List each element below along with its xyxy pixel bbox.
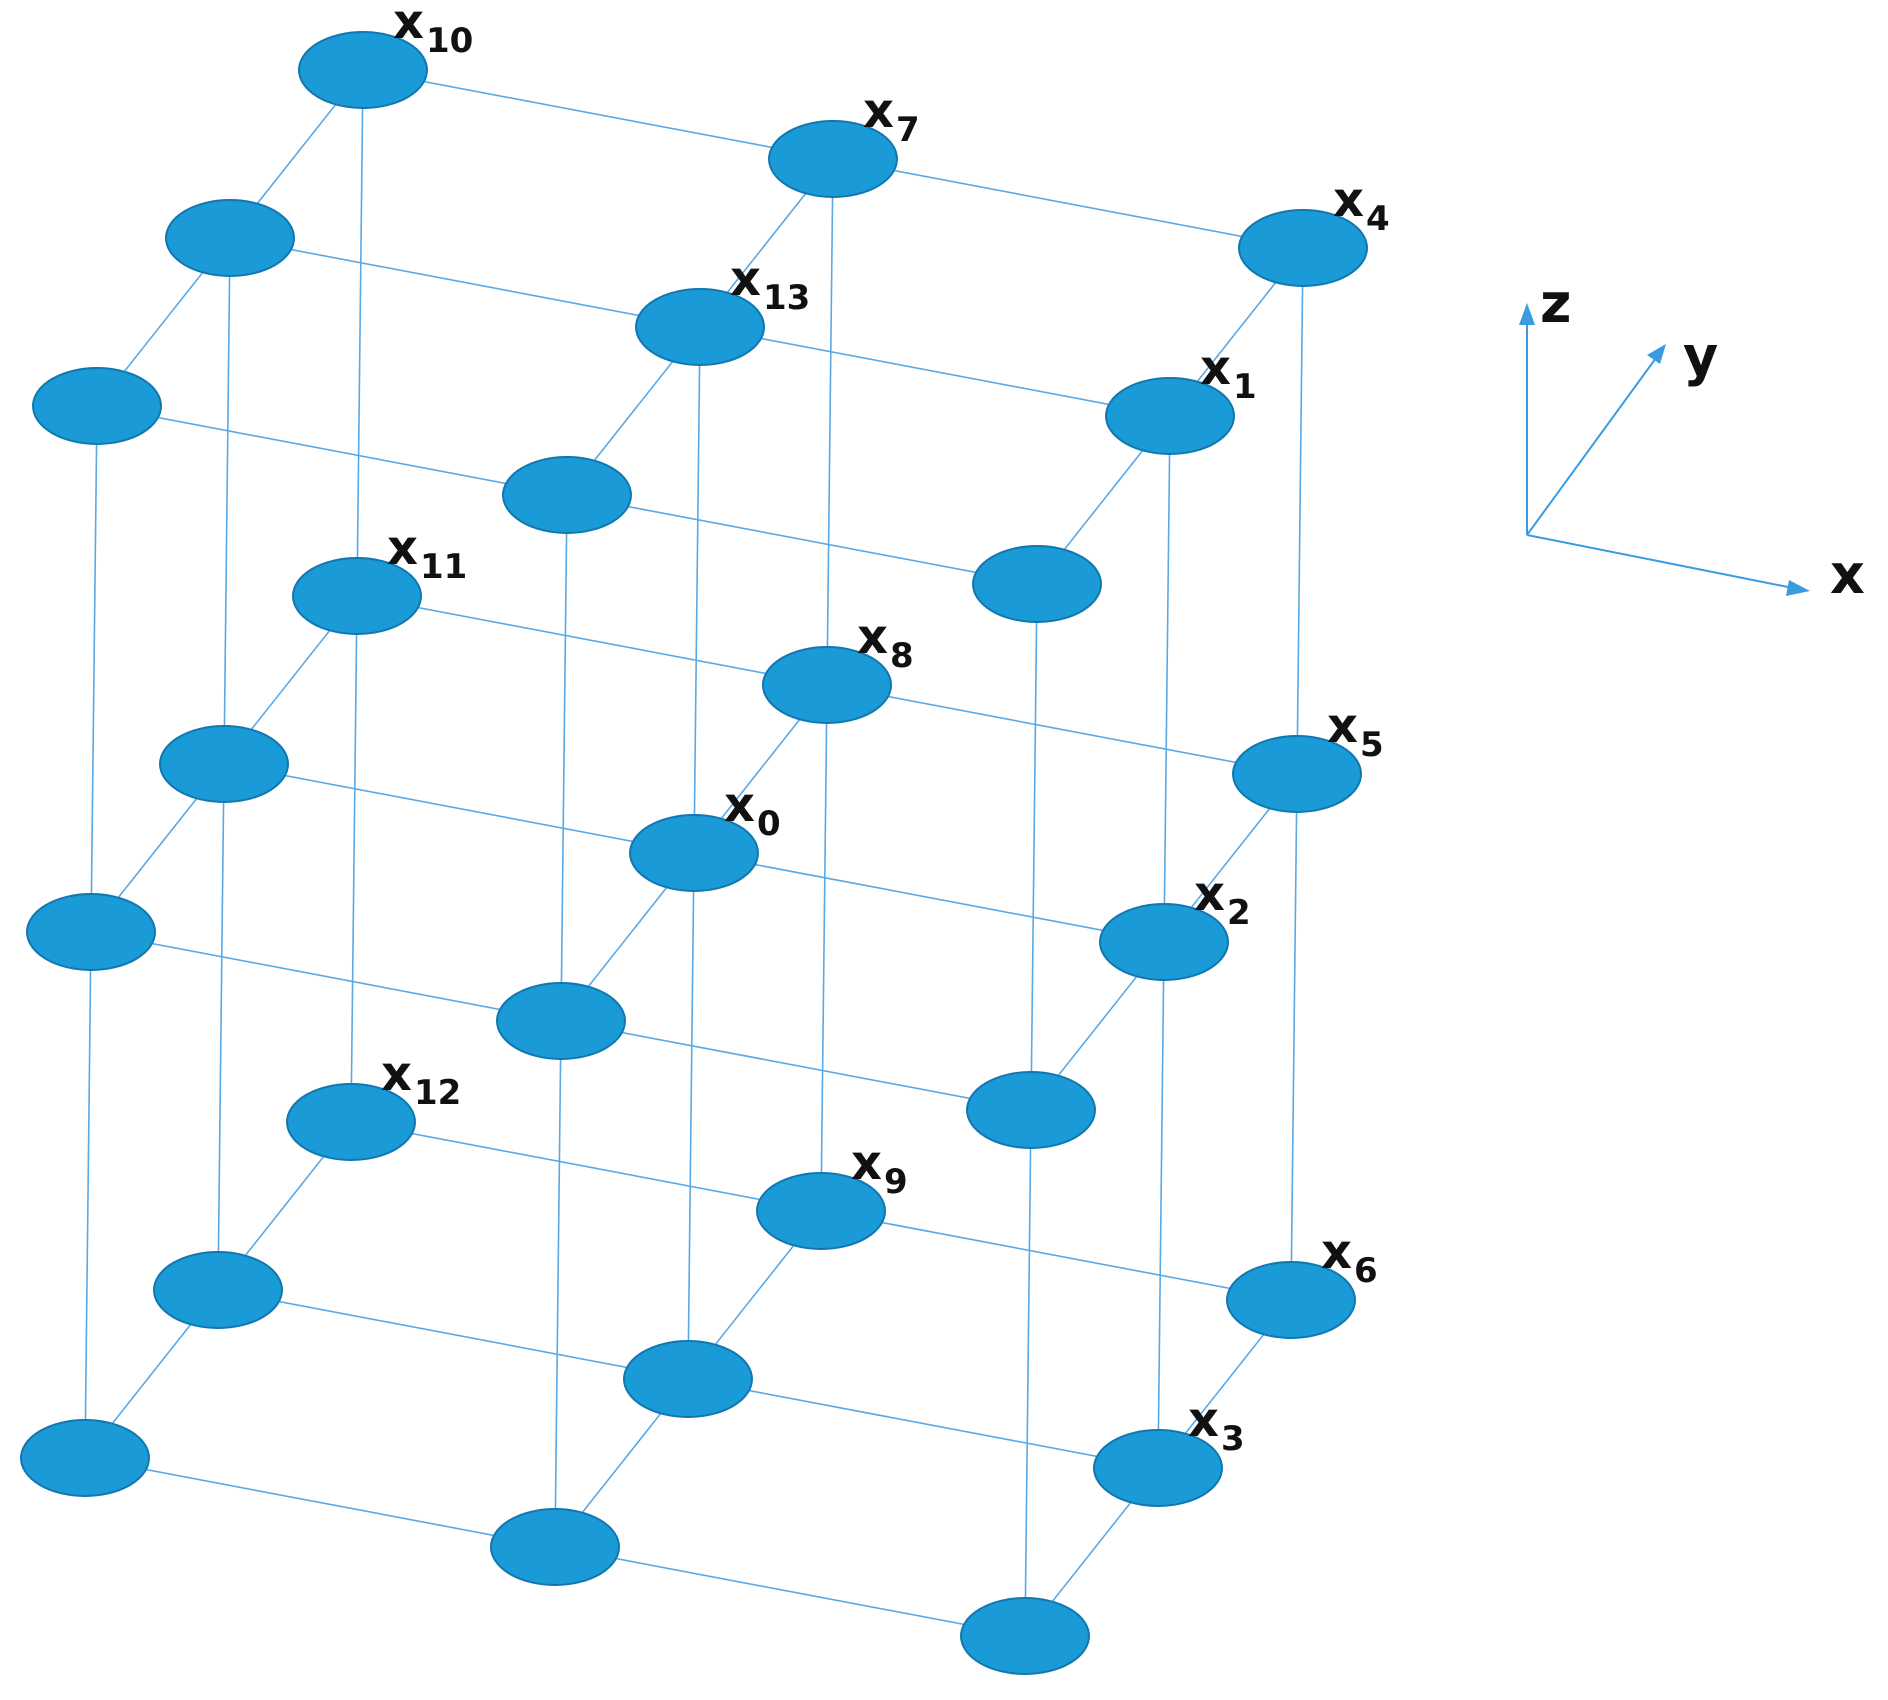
edge-z: [560, 494, 568, 1022]
lattice-node-1-2-2: [768, 120, 898, 198]
edge-x: [820, 1210, 1292, 1301]
lattice-node-0-2-1: [292, 557, 422, 635]
edge-z: [1296, 247, 1304, 775]
lattice-node-1-0-2: [502, 456, 632, 534]
edge-x: [96, 405, 568, 496]
edge-x: [832, 158, 1304, 249]
y-axis-label: y: [1683, 325, 1718, 388]
edge-x: [84, 1457, 556, 1548]
lattice-node-0-1-1: [159, 725, 289, 803]
lattice-nodes: [20, 31, 1368, 1675]
lattice-node-0-2-2: [298, 31, 428, 109]
y-axis-line: [1526, 357, 1657, 536]
node-label-x1: x1: [1200, 340, 1257, 407]
node-label-x8: x8: [857, 609, 914, 676]
edge-x: [350, 1121, 822, 1212]
lattice-node-2-1-2: [1105, 377, 1235, 455]
x-axis-line: [1526, 534, 1794, 589]
lattice-node-1-1-2: [635, 288, 765, 366]
lattice-node-2-2-0: [1226, 1261, 1356, 1339]
edge-z: [687, 852, 695, 1380]
lattice-node-1-2-1: [762, 646, 892, 724]
lattice-node-2-1-0: [1093, 1429, 1223, 1507]
node-label-x5: x5: [1327, 698, 1384, 765]
lattice-node-2-1-1: [1099, 903, 1229, 981]
lattice-node-1-1-0: [623, 1340, 753, 1418]
edge-z: [223, 237, 231, 765]
edge-z: [554, 1020, 562, 1548]
node-label-x10: x10: [393, 0, 473, 61]
edge-x: [217, 1289, 689, 1380]
y-axis-arrowhead: [1647, 344, 1666, 364]
edge-x: [356, 595, 828, 686]
edge-x: [687, 1378, 1159, 1469]
lattice-node-0-1-2: [165, 199, 295, 277]
node-labels: x10 x7 x4 x13 x1 x11 x8 x5 x0 x2 x12 x9 x6 x3: [381, 0, 1390, 1459]
lattice-node-2-2-2: [1238, 209, 1368, 287]
lattice-node-2-2-1: [1232, 735, 1362, 813]
edge-z: [1290, 773, 1298, 1301]
edge-x: [566, 494, 1038, 585]
lattice-node-2-0-1: [966, 1071, 1096, 1149]
lattice-node-2-0-2: [972, 545, 1102, 623]
node-label-x2: x2: [1194, 866, 1251, 933]
edge-z: [217, 763, 225, 1291]
lattice-node-1-2-0: [756, 1172, 886, 1250]
x-axis-label: x: [1830, 543, 1865, 606]
edge-z: [1163, 415, 1171, 943]
edge-z: [693, 326, 701, 854]
edge-z: [1030, 583, 1038, 1111]
lattice-node-1-1-1: [629, 814, 759, 892]
edge-x: [554, 1546, 1026, 1637]
edge-z: [350, 595, 358, 1123]
node-label-x11: x11: [387, 520, 467, 587]
edge-z: [356, 69, 364, 597]
edge-z: [90, 405, 98, 933]
lattice-node-1-0-1: [496, 982, 626, 1060]
lattice-node-2-0-0: [960, 1597, 1090, 1675]
edge-x: [560, 1020, 1032, 1111]
edge-z: [1024, 1109, 1032, 1637]
node-label-x6: x6: [1321, 1224, 1378, 1291]
edge-x: [90, 931, 562, 1022]
z-axis-arrowhead: [1519, 303, 1535, 325]
lattice-node-0-0-1: [26, 893, 156, 971]
axes-indicator: z y x: [1519, 272, 1865, 606]
node-label-x7: x7: [863, 83, 920, 150]
lattice-node-0-2-0: [286, 1083, 416, 1161]
edge-z: [1157, 941, 1165, 1469]
z-axis-label: z: [1540, 272, 1571, 335]
lattice-node-0-0-0: [20, 1419, 150, 1497]
node-label-x12: x12: [381, 1046, 461, 1113]
edge-x: [229, 237, 701, 328]
lattice-node-0-1-0: [153, 1251, 283, 1329]
x-axis-arrowhead: [1786, 580, 1810, 596]
lattice-node-0-0-2: [32, 367, 162, 445]
node-label-x13: x13: [730, 251, 810, 318]
edge-z: [826, 158, 834, 686]
node-label-x3: x3: [1188, 1392, 1245, 1459]
edge-z: [84, 931, 92, 1459]
edge-x: [826, 684, 1298, 775]
lattice-node-1-0-0: [490, 1508, 620, 1586]
edge-z: [820, 684, 828, 1212]
node-label-x9: x9: [851, 1135, 908, 1202]
edge-x: [693, 852, 1165, 943]
edge-x: [699, 326, 1171, 417]
node-label-x4: x4: [1333, 172, 1390, 239]
edge-x: [362, 69, 834, 160]
edge-x: [223, 763, 695, 854]
node-label-x0: x0: [724, 777, 781, 844]
